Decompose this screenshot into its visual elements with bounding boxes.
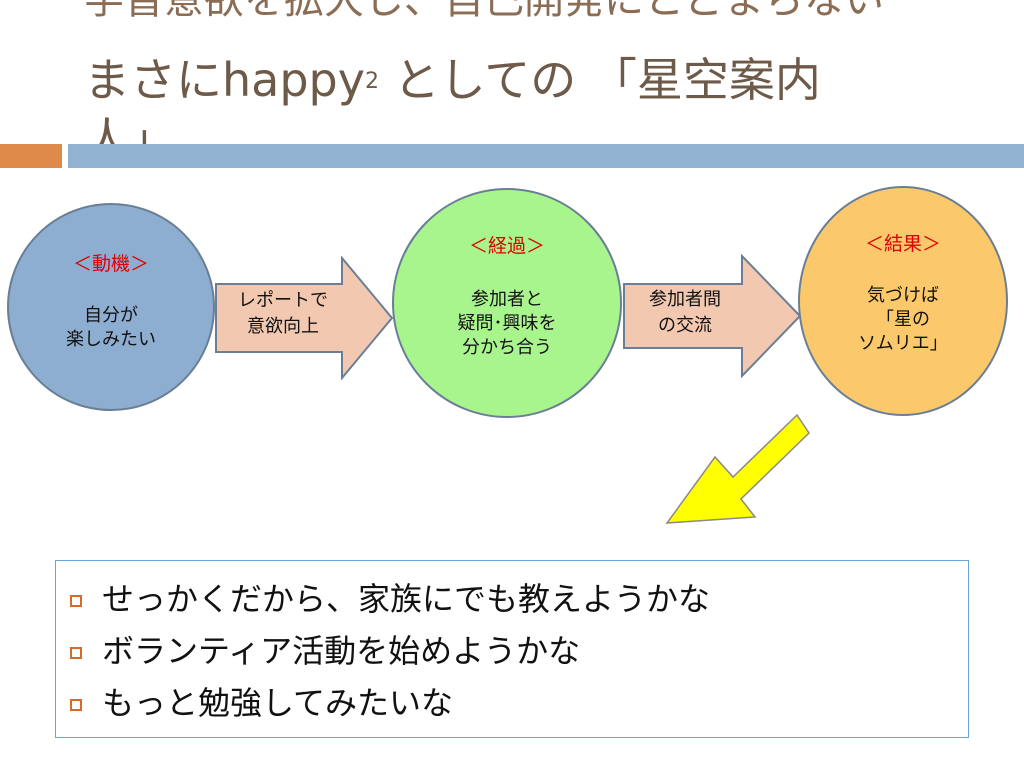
bullet-icon (70, 647, 82, 659)
flow-arrow-2 (623, 254, 802, 378)
bullet-icon (70, 699, 82, 711)
title-accent-bar (0, 144, 62, 168)
result-circle: ＜結果＞ 気づけば 「星の ソムリエ」 (798, 186, 1008, 416)
list-item: せっかくだから、家族にでも教えようかな (70, 571, 710, 623)
result-text: 気づけば 「星の ソムリエ」 (858, 284, 948, 356)
process-line-3: 分かち合う (462, 337, 552, 358)
statement-text: もっと勉強してみたいな (102, 684, 454, 722)
motive-line-2: 楽しみたい (66, 329, 156, 350)
flow-arrow-1-line-1: レポートで (238, 290, 328, 311)
result-line-2: 「星の (875, 309, 930, 330)
motive-line-1: 自分が (84, 305, 138, 326)
process-line-2: 疑問･興味を (457, 313, 557, 334)
statement-text: せっかくだから、家族にでも教えようかな (102, 580, 711, 618)
result-heading: ＜結果＞ (864, 233, 941, 255)
title-divider-bar (68, 144, 1024, 168)
motive-circle: ＜動機＞ 自分が 楽しみたい (7, 203, 215, 411)
title-superscript: 2 (364, 69, 379, 94)
motive-text: 自分が 楽しみたい (66, 304, 156, 352)
process-text: 参加者と 疑問･興味を 分かち合う (458, 288, 557, 360)
title-line-1: 学習意欲を拡大し、自己開発にとどまらない (84, 0, 884, 23)
process-heading: ＜経過＞ (468, 235, 545, 257)
list-item: ボランティア活動を始めようかな (70, 623, 710, 675)
title-line-2-tail: としての 「星空案内 (378, 53, 821, 107)
list-item: もっと勉強してみたいな (70, 675, 710, 727)
statement-list: せっかくだから、家族にでも教えようかな ボランティア活動を始めようかな もっと勉… (70, 571, 710, 727)
flow-arrow-2-label: 参加者間 の交流 (626, 287, 744, 339)
motive-heading: ＜動機＞ (72, 253, 149, 275)
flow-arrow-1-label: レポートで 意欲向上 (218, 288, 348, 340)
result-line-1: 気づけば (866, 285, 939, 306)
title-line-2: まさにhappy2 としての 「星空案内 (84, 54, 821, 106)
process-line-1: 参加者と (471, 289, 543, 310)
process-circle: ＜経過＞ 参加者と 疑問･興味を 分かち合う (392, 188, 622, 418)
pointer-arrow (665, 413, 810, 524)
statement-text: ボランティア活動を始めようかな (102, 632, 581, 670)
title-line-2-text: まさにhappy (84, 53, 365, 107)
flow-arrow-1 (215, 256, 394, 380)
flow-arrow-2-line-2: の交流 (658, 315, 712, 336)
statement-box: せっかくだから、家族にでも教えようかな ボランティア活動を始めようかな もっと勉… (55, 560, 969, 738)
flow-arrow-2-line-1: 参加者間 (649, 289, 721, 310)
flow-arrow-1-line-2: 意欲向上 (247, 316, 319, 337)
result-line-3: ソムリエ」 (858, 333, 948, 354)
bullet-icon (70, 595, 82, 607)
